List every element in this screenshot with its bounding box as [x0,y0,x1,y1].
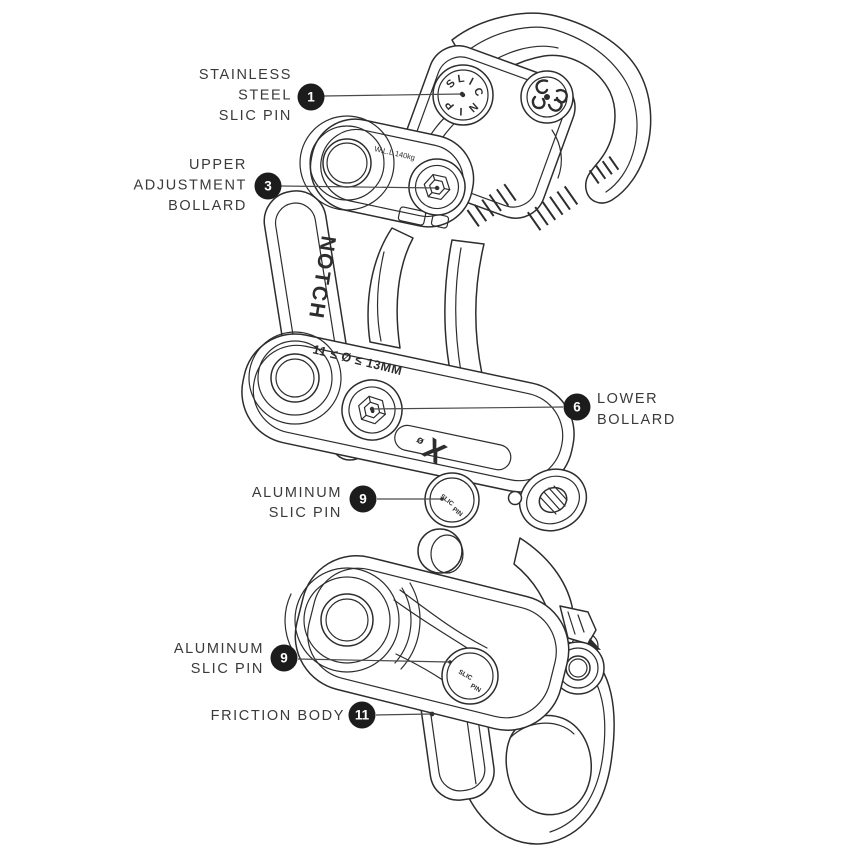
callout-badge [270,644,298,672]
callout-number: 9 [280,651,288,666]
leader-dot [434,185,440,191]
callout-number: 6 [573,400,581,415]
leader-line [323,93,462,97]
callout-text: BOLLARD [168,198,247,214]
small-rivet [507,490,523,506]
leader-dot [440,497,444,501]
leader-line [280,185,438,189]
callout-text: LOWER [597,391,658,407]
leader-dot [459,91,465,97]
ornament-disc [520,70,574,124]
callout-number: 1 [307,90,315,105]
leader-line [297,658,450,663]
callout-text: FRICTION BODY [211,708,345,724]
right-ear-eye [518,468,588,532]
callout-friction-body: FRICTION BODY 11 [211,701,435,729]
device-art: S L I C P I N W.L.L 140kg [241,12,652,845]
callout-aluminum-slic-pin-lower: ALUMINUM SLIC PIN 9 [174,641,452,677]
callout-text: SLIC PIN [269,505,342,521]
callout-number: 9 [359,492,367,507]
leader-dot [448,660,452,664]
lower-slic-pin: SLIC PIN [441,647,499,705]
callout-text: BOLLARD [597,412,676,428]
middle-slic-pin: SLIC PIN [424,472,480,528]
pin-letter: L [457,73,466,86]
lower-plate [284,555,570,731]
leader-dot [369,406,375,412]
callout-text: SLIC PIN [219,108,292,124]
callout-badge [349,485,377,513]
pin-letter: I [459,105,462,117]
callout-text: ALUMINUM [252,485,342,501]
pin-letter: C [471,86,485,98]
leader-line [375,713,432,716]
callout-text: SLIC PIN [191,661,264,677]
pin-small-text: PIN [469,683,482,695]
callout-text: ADJUSTMENT [134,178,247,194]
callout-badge [563,393,591,421]
callout-aluminum-slic-pin-middle: ALUMINUM SLIC PIN 9 [252,485,444,521]
callout-badge [254,172,282,200]
callout-number: 11 [355,708,370,723]
callout-text: ALUMINUM [174,641,264,657]
callout-number: 3 [264,179,272,194]
knurl-texture [466,155,620,231]
spacer-knob [417,528,464,574]
callout-badge [297,83,325,111]
callout-lower-bollard: LOWER BOLLARD 6 [369,391,676,428]
ornament-icon [531,79,568,112]
callout-stainless-steel-slic-pin: STAINLESS STEEL SLIC PIN 1 [199,67,465,124]
leader-line [371,406,564,410]
callout-text: STAINLESS [199,67,292,83]
callout-text: STEEL [238,88,292,104]
pin-letter: I [467,76,475,88]
leader-dot [429,711,435,717]
callout-badge [348,701,376,729]
right-wing [513,537,601,660]
callout-upper-adjustment-bollard: UPPER ADJUSTMENT BOLLARD 3 [134,157,440,214]
callout-text: UPPER [189,157,247,173]
middle-link: 11 ≤ Ø ≤ 13MM [241,331,575,493]
